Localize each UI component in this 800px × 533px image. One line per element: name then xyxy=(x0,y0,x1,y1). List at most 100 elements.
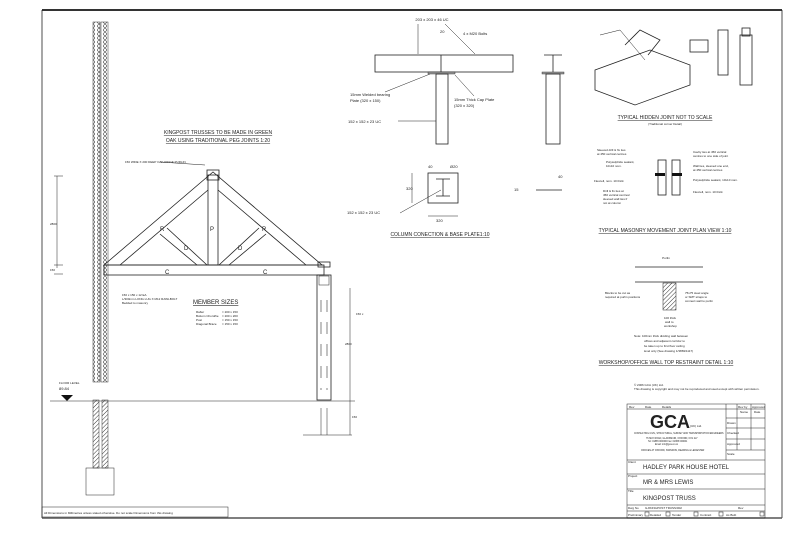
drawing-text: Cavity ties at 450 vertical xyxy=(693,150,727,154)
drawing-text: Project xyxy=(628,474,638,478)
drawing-title: KINGPOST TRUSS xyxy=(643,496,696,502)
drawing-text: 76 MAY ROAD, GLADSMUIR, OXFORD, OX1 2LY xyxy=(646,437,698,440)
gca-logo: GCA xyxy=(650,412,690,432)
column-section xyxy=(435,73,449,145)
drawing-text: Client xyxy=(628,460,636,464)
drawing-text: be taken up to first floor ceiling xyxy=(644,344,685,348)
drawing-text: Diagonal Brace xyxy=(196,322,217,326)
level-marker-icon xyxy=(61,395,73,401)
drawing-text: Flexcell, nom. 10 thick xyxy=(693,190,723,194)
drawing-text: wall to xyxy=(665,320,674,324)
beam-section xyxy=(374,54,514,73)
cap-plate-label: (320 x 320) xyxy=(454,103,475,108)
drawing-text: (UK) Ltd. xyxy=(690,424,702,428)
drawing-text: 450 vertical centres/ xyxy=(603,193,630,197)
wall-note-line: Bedded to masonry xyxy=(122,301,149,305)
drawing-text: OFFICES AT OXFORD, SWINDON, READING & LE… xyxy=(641,449,705,452)
copyright-line: This drawing is copyright and may not be… xyxy=(634,387,760,391)
bearing-plate-label: 15mm Welded bearing xyxy=(350,92,390,97)
drawing-text: Post xyxy=(196,318,202,322)
foundation xyxy=(85,467,115,496)
dim-right-small: 150 xyxy=(352,415,357,419)
masonry-joint-detail: Sleeved drill & fix ties at 450 vertical… xyxy=(594,148,738,234)
drawing-text: = 150 x 150 xyxy=(222,318,238,322)
checkbox-contract[interactable] xyxy=(718,511,724,517)
project-name: MR & MRS LEWIS xyxy=(643,480,693,486)
chord-label-right: C xyxy=(263,270,268,276)
bolts-label: 4 x M20 Bolts xyxy=(463,31,487,36)
checkbox-as-built[interactable] xyxy=(759,511,765,517)
drawing-text: Email: info@gca.co.uk xyxy=(655,444,679,446)
left-wall-masonry xyxy=(92,21,101,383)
drawing-text: Drawn xyxy=(727,421,736,425)
drawing-text: = 200 x 200 xyxy=(222,314,238,318)
beam-label: 203 x 203 x 46 UC xyxy=(415,17,448,22)
brace-label-left: D xyxy=(184,246,189,252)
hidden-joint-subtitle: (Traditional corner Detail) xyxy=(648,122,682,126)
drawing-text: Blocks to be cut as xyxy=(605,291,631,295)
drawing-number: GJ/KINGPOST TRUSS/002 xyxy=(645,506,682,510)
drawing-text: Sleeved drill & fix ties xyxy=(597,148,626,152)
wall-note-line: L/300mm LONG LUG X M12 RAWLBOLT xyxy=(122,297,178,301)
floor-level-label: FLOOR LEVEL xyxy=(59,381,80,385)
support-post xyxy=(316,274,332,401)
drawing-text: or SMT straps to xyxy=(685,295,707,299)
drawing-text: Preliminary xyxy=(628,513,644,517)
drawing-text: Checked xyxy=(727,431,739,435)
drawing-text: Tender xyxy=(672,513,681,517)
gap-dim: 20 xyxy=(440,29,445,34)
drawing-text: Polysulphide sealant, 10x10 nom. xyxy=(693,178,738,182)
checkbox-preliminary[interactable] xyxy=(644,511,650,517)
member-sizes-title: MEMBER SIZES xyxy=(193,300,238,306)
drawing-text: Rev xyxy=(738,506,744,510)
client-name: HADLEY PARK HOUSE HOTEL xyxy=(643,465,730,471)
dim-320-horizontal: 320 xyxy=(436,218,443,223)
post-label: P xyxy=(210,227,214,233)
dim-320-vertical: 320 xyxy=(406,186,413,191)
footer-note-box xyxy=(41,506,229,518)
drawing-text: Tel: 01865 000000 Fax: 01865 000001 xyxy=(648,441,688,443)
drawing-text: = 200 x 150 xyxy=(222,310,238,314)
truss-title-line1: KINGPOST TRUSSES TO BE MADE IN GREEN xyxy=(164,130,273,136)
drawing-text: required at purlin positions xyxy=(605,295,641,299)
member-sizes-list: Rafter = 200 x 150 Bottom Chord/tie= 200 … xyxy=(196,310,238,326)
checkbox-tender[interactable] xyxy=(693,511,699,517)
drawing-text: level only (See drawing 1/3869/1117) xyxy=(644,349,693,353)
drawing-text: at 450 vertical centres xyxy=(693,168,723,172)
drawing-text: offices and adjacent corridor to xyxy=(644,339,685,343)
drawing-text: Flexcell, nom. 10 thick xyxy=(594,179,624,183)
hidden-joint-title: TYPICAL HIDDEN JOINT NOT TO SCALE xyxy=(618,115,713,121)
drawing-text: at 450 vertical centres xyxy=(597,152,627,156)
rafter-label-left: R xyxy=(160,227,165,233)
checkbox-detailed[interactable] xyxy=(665,511,671,517)
wall-restraint-detail: Purlin Blocks to be cut as required at p… xyxy=(599,256,734,366)
drawing-text: Dwg No xyxy=(628,506,639,510)
ridge-purlin-note: 150 WIDE X 200 DEEP OAK RIDGE PURLIN xyxy=(125,160,186,164)
bottom-chord xyxy=(103,264,325,276)
bearing-plate-label: Plate (320 x 150) xyxy=(350,98,381,103)
hidden-joint-detail: TYPICAL HIDDEN JOINT NOT TO SCALE (Tradi… xyxy=(594,27,753,126)
column-detail-title: COLUMN CONECTION & BASE PLATE1:10 xyxy=(390,232,489,238)
truss-title-line2: OAK USING TRADITIONAL PEG JOINTS 1:20 xyxy=(166,138,270,144)
drawing-text: Details xyxy=(662,405,672,409)
drawing-text: Approved xyxy=(752,405,765,409)
drawing-text: 100 thick xyxy=(664,316,677,320)
king-post xyxy=(207,174,219,266)
dim-small: 150 xyxy=(50,268,55,272)
column-connection-detail: 203 x 203 x 46 UC 20 4 x M20 Bolts 15mm … xyxy=(347,17,565,238)
drawing-text: Drill & fix ties at xyxy=(603,189,624,193)
restraint-title: WORKSHOP/OFFICE WALL TOP RESTRAINT DETAI… xyxy=(599,360,734,366)
drawing-text: Contract xyxy=(700,513,712,517)
drawing-text: Scale xyxy=(727,452,735,456)
drawing-text: Title xyxy=(628,489,634,493)
cap-plate-label: 15mm Thick Cap Plate xyxy=(454,97,495,102)
drawing-text: Rafter xyxy=(196,310,204,314)
dim-40: 40 xyxy=(428,164,433,169)
drawing-text: workshop xyxy=(664,324,677,328)
drawing-text: 75x75 steel angle xyxy=(685,291,709,295)
drawing-text: sleeved wall ties if xyxy=(603,197,627,201)
dim-side-40: 40 xyxy=(558,174,563,179)
drawing-text: Bottom Chord/tie xyxy=(196,314,219,318)
dim-right-height: 2800 xyxy=(345,342,352,346)
